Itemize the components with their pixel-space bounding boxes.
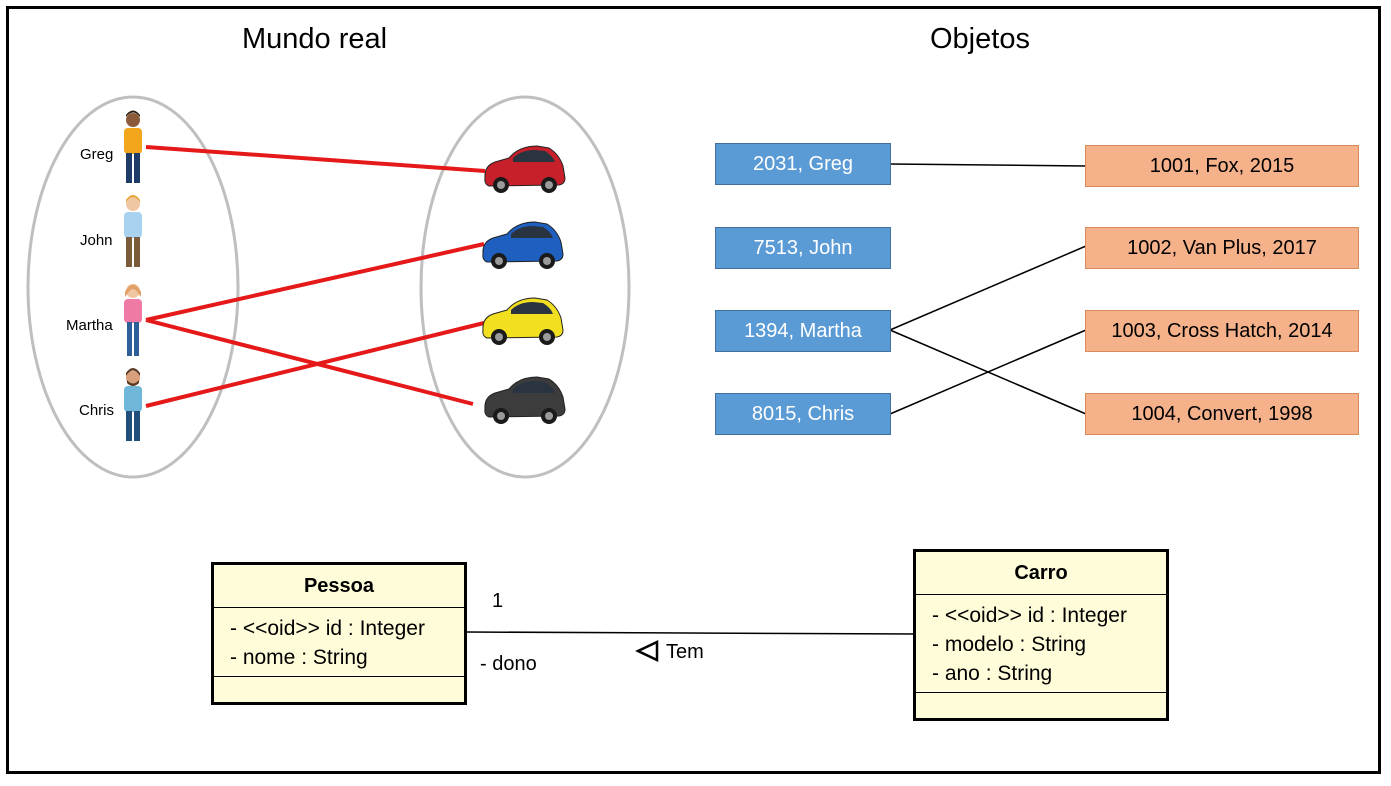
class-carro-attr-ano: - ano : String	[932, 662, 1053, 685]
person-john-icon	[124, 195, 142, 267]
car-blue-icon	[482, 221, 564, 269]
class-carro-name: Carro	[916, 552, 1166, 595]
object-car-1004: 1004, Convert, 1998	[1085, 393, 1359, 435]
link-obj-martha-1002	[889, 245, 1087, 331]
car-yellow-icon	[482, 297, 564, 345]
class-pessoa: Pessoa - <<oid>> id : Integer - nome : S…	[211, 562, 467, 705]
link-obj-chris-1003	[889, 329, 1087, 415]
association-direction-icon	[635, 640, 659, 662]
class-carro-attr-modelo: - modelo : String	[932, 633, 1087, 656]
car-gray-icon	[484, 376, 566, 424]
link-chris-yellow-car	[145, 321, 485, 408]
person-label-chris: Chris	[79, 402, 115, 419]
class-pessoa-attr-nome: - nome : String	[230, 646, 368, 669]
object-person-martha: 1394, Martha	[715, 310, 891, 352]
association-line	[465, 631, 915, 635]
object-car-1001: 1001, Fox, 2015	[1085, 145, 1359, 187]
person-greg-icon	[124, 110, 142, 183]
objects-title: Objetos	[930, 23, 1030, 55]
person-chris-icon	[124, 368, 142, 441]
link-obj-greg-1001	[889, 163, 1087, 167]
class-pessoa-name: Pessoa	[214, 565, 464, 608]
object-person-john: 7513, John	[715, 227, 891, 269]
person-martha-icon	[124, 284, 142, 356]
object-person-chris: 8015, Chris	[715, 393, 891, 435]
link-martha-blue-car	[145, 242, 485, 322]
link-martha-gray-car	[145, 318, 474, 406]
person-label-greg: Greg	[80, 146, 114, 163]
class-pessoa-attr-id: - <<oid>> id : Integer	[230, 617, 425, 640]
person-label-martha: Martha	[66, 317, 113, 334]
class-carro-attributes: - <<oid>> id : Integer - modelo : String…	[916, 595, 1166, 693]
association-multiplicity: 1	[492, 590, 504, 612]
link-greg-red-car	[145, 145, 486, 173]
class-carro-attr-id: - <<oid>> id : Integer	[932, 604, 1127, 627]
object-person-greg: 2031, Greg	[715, 143, 891, 185]
person-label-john: John	[80, 232, 113, 249]
class-carro: Carro - <<oid>> id : Integer - modelo : …	[913, 549, 1169, 721]
association-role: - dono	[480, 653, 537, 675]
object-car-1003: 1003, Cross Hatch, 2014	[1085, 310, 1359, 352]
association-name: Tem	[666, 641, 704, 663]
class-pessoa-attributes: - <<oid>> id : Integer - nome : String	[214, 608, 464, 677]
real-world-title: Mundo real	[242, 23, 388, 55]
cars-set-ellipse	[419, 95, 631, 479]
people-set-ellipse	[26, 95, 240, 479]
car-red-icon	[484, 145, 566, 193]
object-car-1002: 1002, Van Plus, 2017	[1085, 227, 1359, 269]
